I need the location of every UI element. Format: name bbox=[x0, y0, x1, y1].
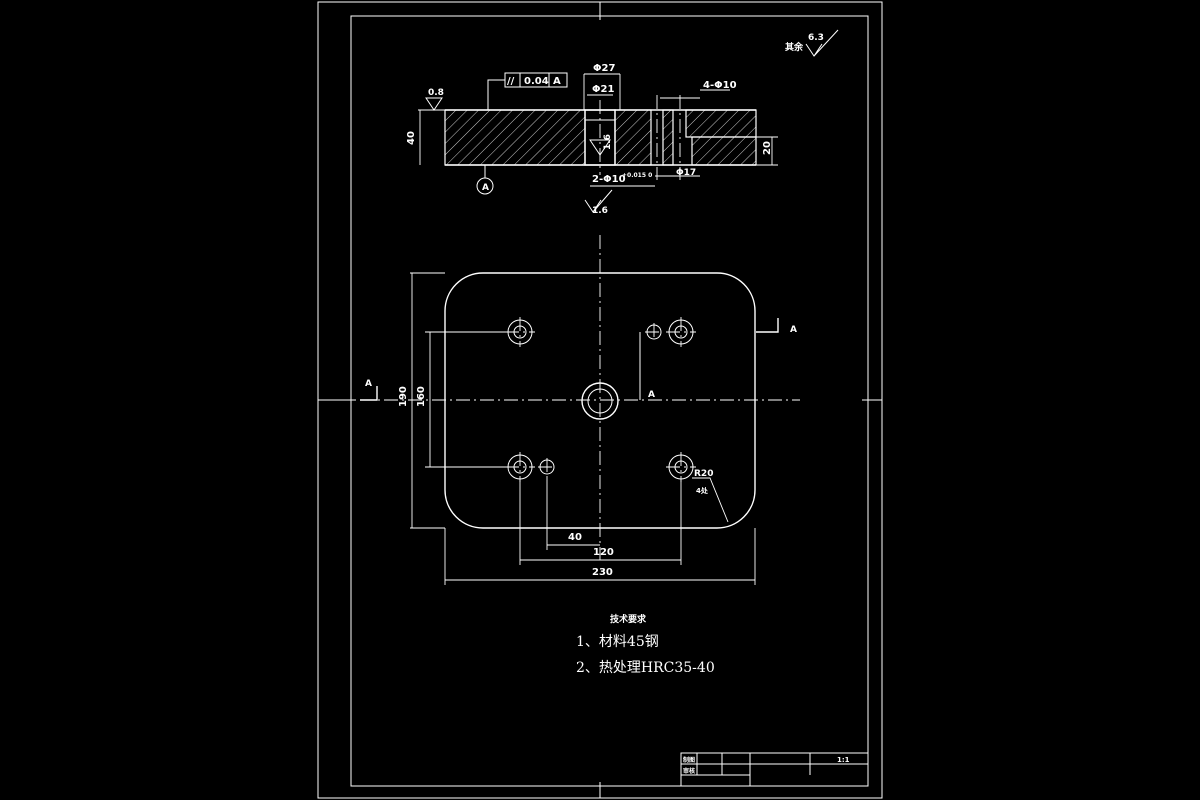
dim-160: 160 bbox=[416, 386, 427, 407]
section-marker-left: A bbox=[365, 379, 372, 389]
datum-circle bbox=[476, 177, 494, 195]
roughness-left-value: 0.8 bbox=[428, 88, 444, 98]
roughness-bottom-symbol bbox=[584, 189, 613, 213]
dim-2phi10: 2-Φ10 bbox=[592, 174, 626, 185]
tech-requirement-item-1: 1、材料45钢 bbox=[576, 634, 659, 650]
dim-phi21: Φ21 bbox=[592, 84, 614, 95]
dim-40-plan: 40 bbox=[568, 532, 582, 543]
dim-230: 230 bbox=[592, 567, 613, 578]
tolerance-frame: // 0.04 A bbox=[487, 72, 568, 110]
dim-phi27: Φ27 bbox=[593, 63, 615, 74]
sheet-inner-border bbox=[350, 15, 869, 787]
dim-120: 120 bbox=[593, 547, 614, 558]
central-bore-inner bbox=[587, 388, 613, 414]
dim-190: 190 bbox=[398, 386, 409, 407]
tech-requirements-title: 技术要求 bbox=[610, 615, 647, 625]
plan-view: A A A 190 160 40 120 230 R20 4处 bbox=[360, 235, 800, 585]
dim-r20-leader bbox=[692, 477, 729, 523]
roughness-symbol bbox=[805, 29, 839, 57]
roughness-bore-symbol bbox=[589, 139, 611, 156]
section-body-right-top bbox=[685, 109, 757, 138]
section-body-left bbox=[444, 109, 586, 166]
section-body-mid bbox=[614, 109, 652, 166]
dim-20: 20 bbox=[762, 141, 773, 155]
tech-requirement-item-2: 2、热处理HRC35-40 bbox=[576, 660, 715, 676]
section-body-right-bottom bbox=[691, 136, 757, 166]
dim-r20-qty: 4处 bbox=[696, 486, 709, 495]
central-bore-outer bbox=[581, 382, 619, 420]
dim-2phi10-tol: +0.015 0 bbox=[622, 172, 652, 179]
title-block-scale: 1:1 bbox=[837, 756, 850, 764]
section-marker-right-leader bbox=[756, 318, 779, 333]
tolerance-symbol: // bbox=[507, 76, 515, 87]
tolerance-datum: A bbox=[553, 76, 561, 87]
roughness-left-symbol bbox=[425, 97, 443, 111]
dim-40-left: 40 bbox=[406, 131, 417, 145]
datum-label: A bbox=[482, 183, 489, 193]
title-block-row2: 审核 bbox=[683, 767, 695, 775]
dim-r20: R20 bbox=[694, 469, 713, 479]
dim-phi17: Φ17 bbox=[676, 168, 696, 178]
section-view: 0.8 // 0.04 A A 40 Φ27 Φ21 1.6 4-Φ bbox=[406, 63, 778, 216]
title-block-row1: 制图 bbox=[683, 756, 695, 764]
hole-centerlines bbox=[505, 317, 696, 482]
title-block: 制图 审核 1:1 bbox=[680, 752, 869, 787]
top-right-roughness: 其余 6.3 bbox=[785, 29, 839, 57]
section-marker-right: A bbox=[790, 325, 797, 335]
roughness-bore-value: 1.6 bbox=[603, 134, 613, 150]
tech-requirements: 技术要求 1、材料45钢 2、热处理HRC35-40 bbox=[570, 612, 770, 677]
roughness-other-label: 其余 bbox=[785, 41, 804, 53]
section-marker-mid: A bbox=[648, 390, 655, 400]
section-body-gap bbox=[662, 109, 674, 166]
section-marker-left-leader bbox=[360, 386, 378, 401]
tolerance-value: 0.04 bbox=[524, 76, 549, 87]
roughness-bottom-value: 1.6 bbox=[592, 206, 608, 216]
dim-4phi10: 4-Φ10 bbox=[703, 80, 737, 91]
roughness-other-value: 6.3 bbox=[808, 33, 824, 43]
